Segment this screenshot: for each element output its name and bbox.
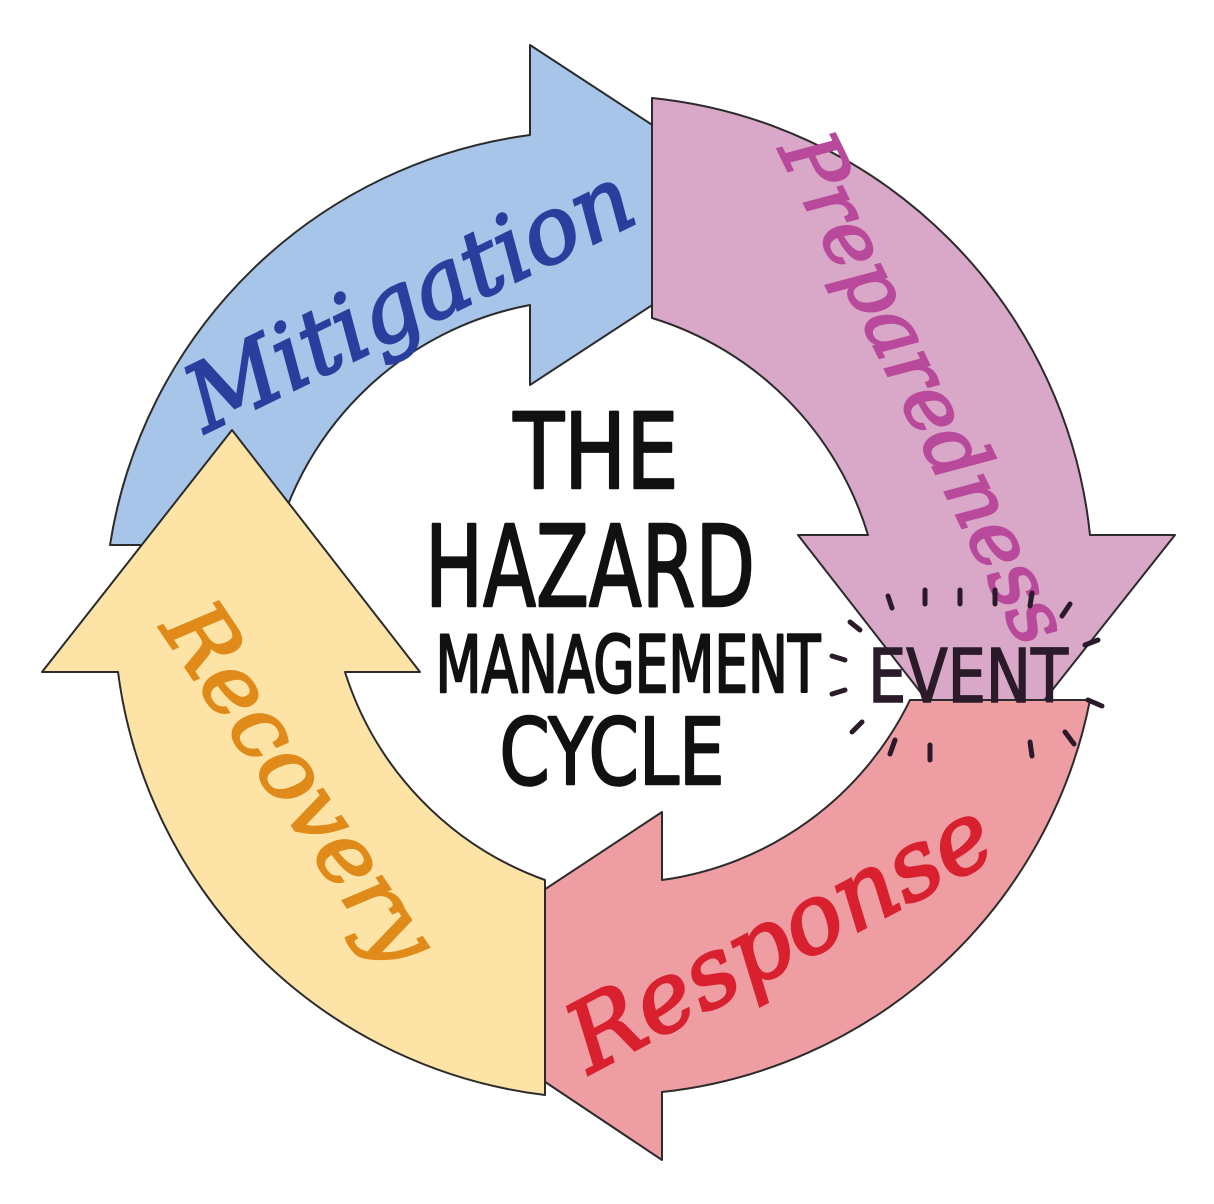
event-label: EVENT: [868, 634, 1068, 720]
recovery-arrow: [41, 429, 546, 1096]
event-marker: EVENT: [829, 587, 1105, 763]
title-line-hazard: HAZARD: [425, 503, 755, 633]
title-line-cycle: CYCLE: [500, 699, 725, 806]
title-line-the: THE: [513, 391, 679, 513]
mitigation-arrow: [109, 44, 791, 546]
response-arrow: [399, 699, 1091, 1161]
title-line-management: MANAGEMENT: [436, 621, 821, 711]
center-title: THE HAZARD MANAGEMENT CYCLE: [424, 390, 822, 808]
event-burst-rays: [829, 587, 1105, 763]
preparedness-arrow: [651, 97, 1176, 776]
